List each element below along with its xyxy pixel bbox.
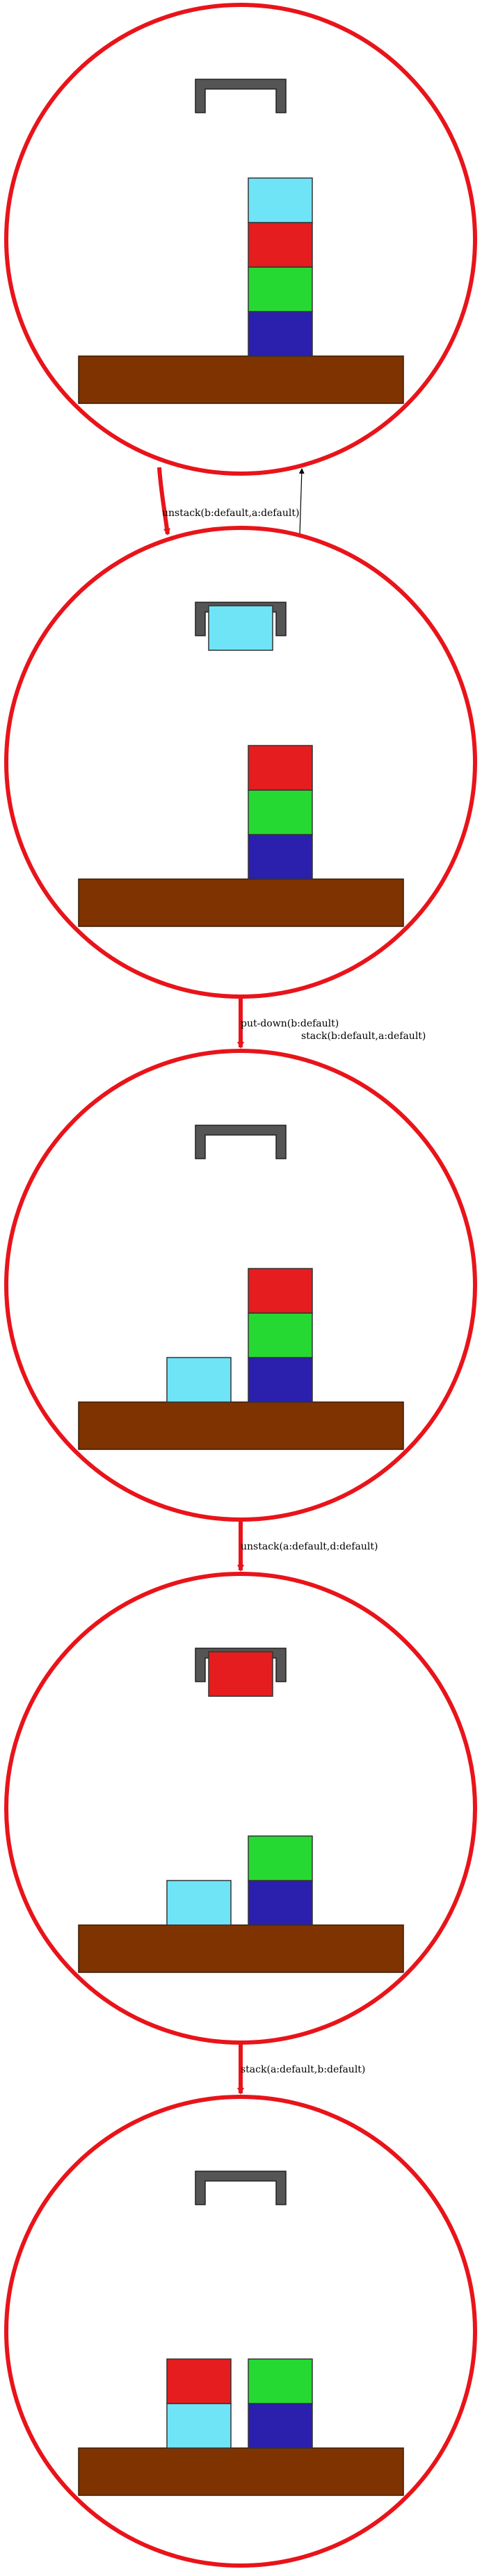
block-cyan — [166, 2403, 232, 2449]
held-block-cyan — [208, 605, 273, 651]
state-4 — [4, 1572, 477, 2045]
transition-arrow-reverse — [298, 468, 305, 535]
transition-label: stack(b:default,a:default) — [301, 1031, 426, 1042]
block-red — [166, 2358, 232, 2404]
transition-labels-layer: unstack(b:default,a:default) stack(b:defa… — [162, 508, 426, 2075]
block-green — [248, 1312, 313, 1358]
held-block-red — [208, 1651, 273, 1697]
transitions-layer — [157, 467, 305, 2095]
block-green — [248, 1835, 313, 1881]
transition-label: unstack(b:default,a:default) — [162, 508, 299, 519]
transition-label: stack(a:default,b:default) — [241, 2064, 365, 2075]
state-1 — [4, 3, 477, 476]
state-5 — [4, 2095, 477, 2568]
block-red — [248, 1268, 313, 1314]
gripper-icon — [195, 1125, 287, 1159]
block-red — [248, 745, 313, 791]
block-blue — [248, 2403, 313, 2449]
block-blue — [248, 1357, 313, 1403]
block-green — [248, 2358, 313, 2404]
table — [78, 1924, 404, 1973]
block-red — [248, 222, 313, 268]
block-cyan — [248, 177, 313, 223]
block-blue — [248, 311, 313, 357]
block-green — [248, 266, 313, 312]
state-3 — [4, 1049, 477, 1522]
table — [78, 355, 404, 404]
block-cyan — [166, 1357, 232, 1403]
transition-label: put-down(b:default) — [241, 1018, 339, 1029]
transition-arrow-forward — [157, 467, 170, 536]
block-blue — [248, 834, 313, 880]
table — [78, 1401, 404, 1450]
state-2 — [4, 526, 477, 999]
gripper-icon — [195, 79, 287, 113]
gripper-icon — [195, 2171, 287, 2205]
block-cyan — [166, 1880, 232, 1926]
table — [78, 2447, 404, 2496]
block-green — [248, 789, 313, 835]
table — [78, 878, 404, 927]
states-layer — [4, 3, 477, 2568]
transition-label: unstack(a:default,d:default) — [241, 1541, 378, 1552]
block-blue — [248, 1880, 313, 1926]
